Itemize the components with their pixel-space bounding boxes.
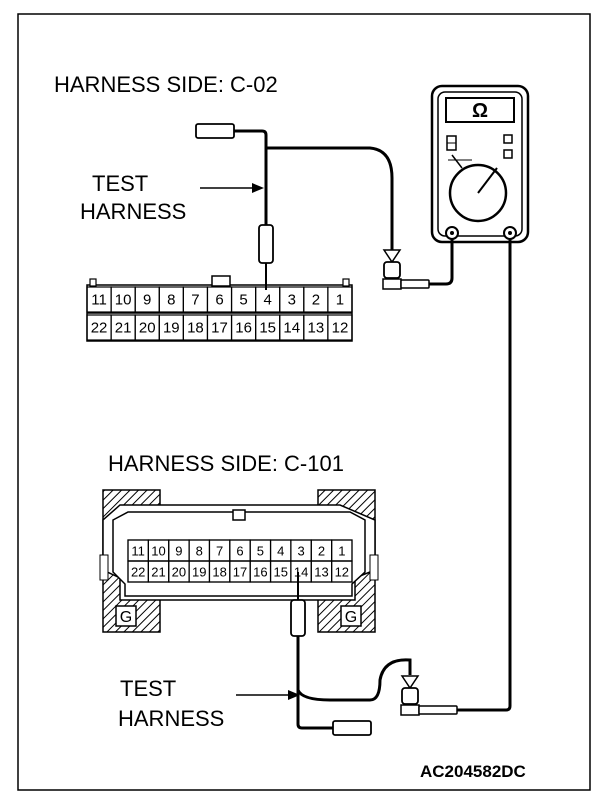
- pin-number: 10: [115, 292, 132, 309]
- pin-number: 15: [273, 565, 287, 580]
- pin-number: 6: [236, 544, 243, 559]
- pin-number: 11: [131, 544, 145, 559]
- pin-number: 17: [233, 565, 247, 580]
- pin-cell: [331, 560, 353, 583]
- pin-number: 13: [314, 565, 328, 580]
- pin-number: 22: [91, 320, 108, 337]
- pin-number: 21: [151, 565, 165, 580]
- pin-number: 2: [318, 544, 325, 559]
- pin-number: 7: [216, 544, 223, 559]
- figure-frame: [17, 13, 591, 791]
- ground-mark-left: G: [120, 609, 132, 626]
- pin-number: 12: [335, 565, 349, 580]
- pin-number: 6: [215, 292, 223, 309]
- pin-number: 8: [167, 292, 175, 309]
- pin-number: 14: [294, 565, 308, 580]
- figure-id-label: AC204582DC: [420, 762, 526, 781]
- test-harness-bottom: [290, 239, 512, 736]
- harness-side-c101-label: HARNESS SIDE: C-101: [108, 451, 344, 476]
- pin-number: 15: [259, 320, 276, 337]
- ohmmeter: Ω: [430, 84, 530, 244]
- ground-mark-right: G: [345, 609, 357, 626]
- pin-number: 5: [239, 292, 247, 309]
- pin-number: 3: [297, 544, 304, 559]
- pin-number: 2: [312, 292, 320, 309]
- pin-number: 5: [257, 544, 264, 559]
- pin-number: 19: [163, 320, 180, 337]
- pin-number: 18: [212, 565, 226, 580]
- pin-number: 20: [139, 320, 156, 337]
- pin-number: 19: [192, 565, 206, 580]
- pin-number: 11: [91, 292, 107, 309]
- pin-number: 13: [308, 320, 325, 337]
- pin-number: 17: [211, 320, 228, 337]
- pin-number: 21: [115, 320, 132, 337]
- ohm-symbol: Ω: [472, 100, 488, 122]
- pin-number: 22: [131, 565, 145, 580]
- pin-number: 16: [253, 565, 267, 580]
- pin-cell: [327, 314, 353, 341]
- pin-number: 18: [187, 320, 204, 337]
- test-label-bottom: TEST: [120, 676, 176, 701]
- pin-number: 3: [288, 292, 296, 309]
- pin-number: 20: [172, 565, 186, 580]
- pin-number: 10: [151, 544, 165, 559]
- test-harness-top: [195, 123, 454, 290]
- harness-label-top: HARNESS: [80, 199, 186, 224]
- pin-number: 14: [283, 320, 300, 337]
- pin-number: 4: [264, 292, 272, 309]
- pin-number: 7: [191, 292, 199, 309]
- test-label-top: TEST: [92, 171, 148, 196]
- pin-number: 1: [338, 544, 345, 559]
- pin-number: 9: [175, 544, 182, 559]
- pin-number: 9: [143, 292, 151, 309]
- pin-number: 12: [332, 320, 349, 337]
- test-harness-arrow-top: [200, 183, 264, 193]
- pin-number: 16: [235, 320, 252, 337]
- harness-side-c02-label: HARNESS SIDE: C-02: [54, 72, 278, 97]
- pin-number: 8: [196, 544, 203, 559]
- test-harness-arrow-bottom: [236, 690, 300, 700]
- pin-number: 1: [336, 292, 344, 309]
- harness-label-bottom: HARNESS: [118, 706, 224, 731]
- pin-number: 4: [277, 544, 284, 559]
- pin-cell: [327, 286, 353, 313]
